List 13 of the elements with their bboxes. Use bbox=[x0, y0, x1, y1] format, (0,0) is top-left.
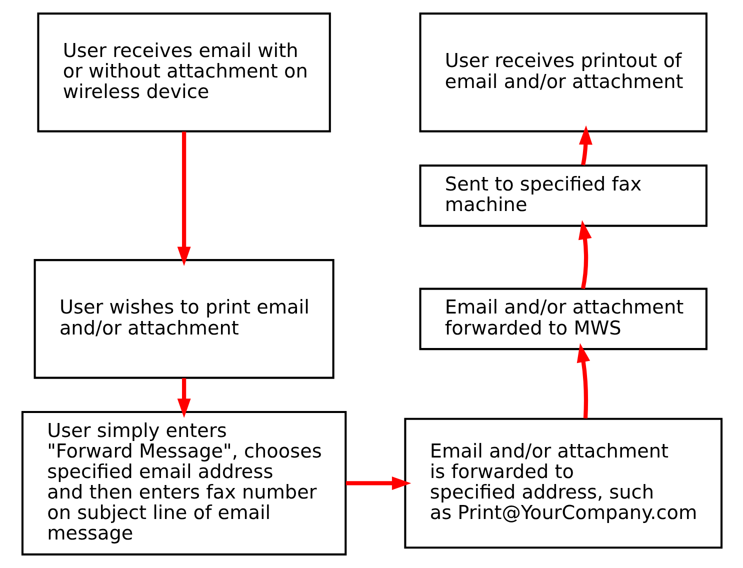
arrow bbox=[176, 378, 190, 418]
node-box: User receives email with or without attachment on wireless device bbox=[36, 12, 330, 132]
node-box: Sent to specified fax machine bbox=[418, 164, 707, 227]
arrow bbox=[345, 476, 411, 490]
arrow bbox=[578, 125, 592, 166]
node-box: User simply enters "Forward Message", chooses specified email address and then enters fax number on subject line of email message bbox=[20, 411, 346, 556]
node-box: Email and/or attachment is forwarded to specified address, such as Print@YourCompany.com bbox=[404, 418, 722, 549]
node-box: Email and/or attachment forwarded to MWS bbox=[418, 288, 707, 350]
arrow bbox=[576, 343, 590, 418]
arrow bbox=[176, 132, 190, 266]
arrow bbox=[578, 220, 592, 290]
node-box: User wishes to print email and/or attachment bbox=[33, 259, 334, 379]
node-box: User receives printout of email and/or attachment bbox=[418, 12, 707, 132]
